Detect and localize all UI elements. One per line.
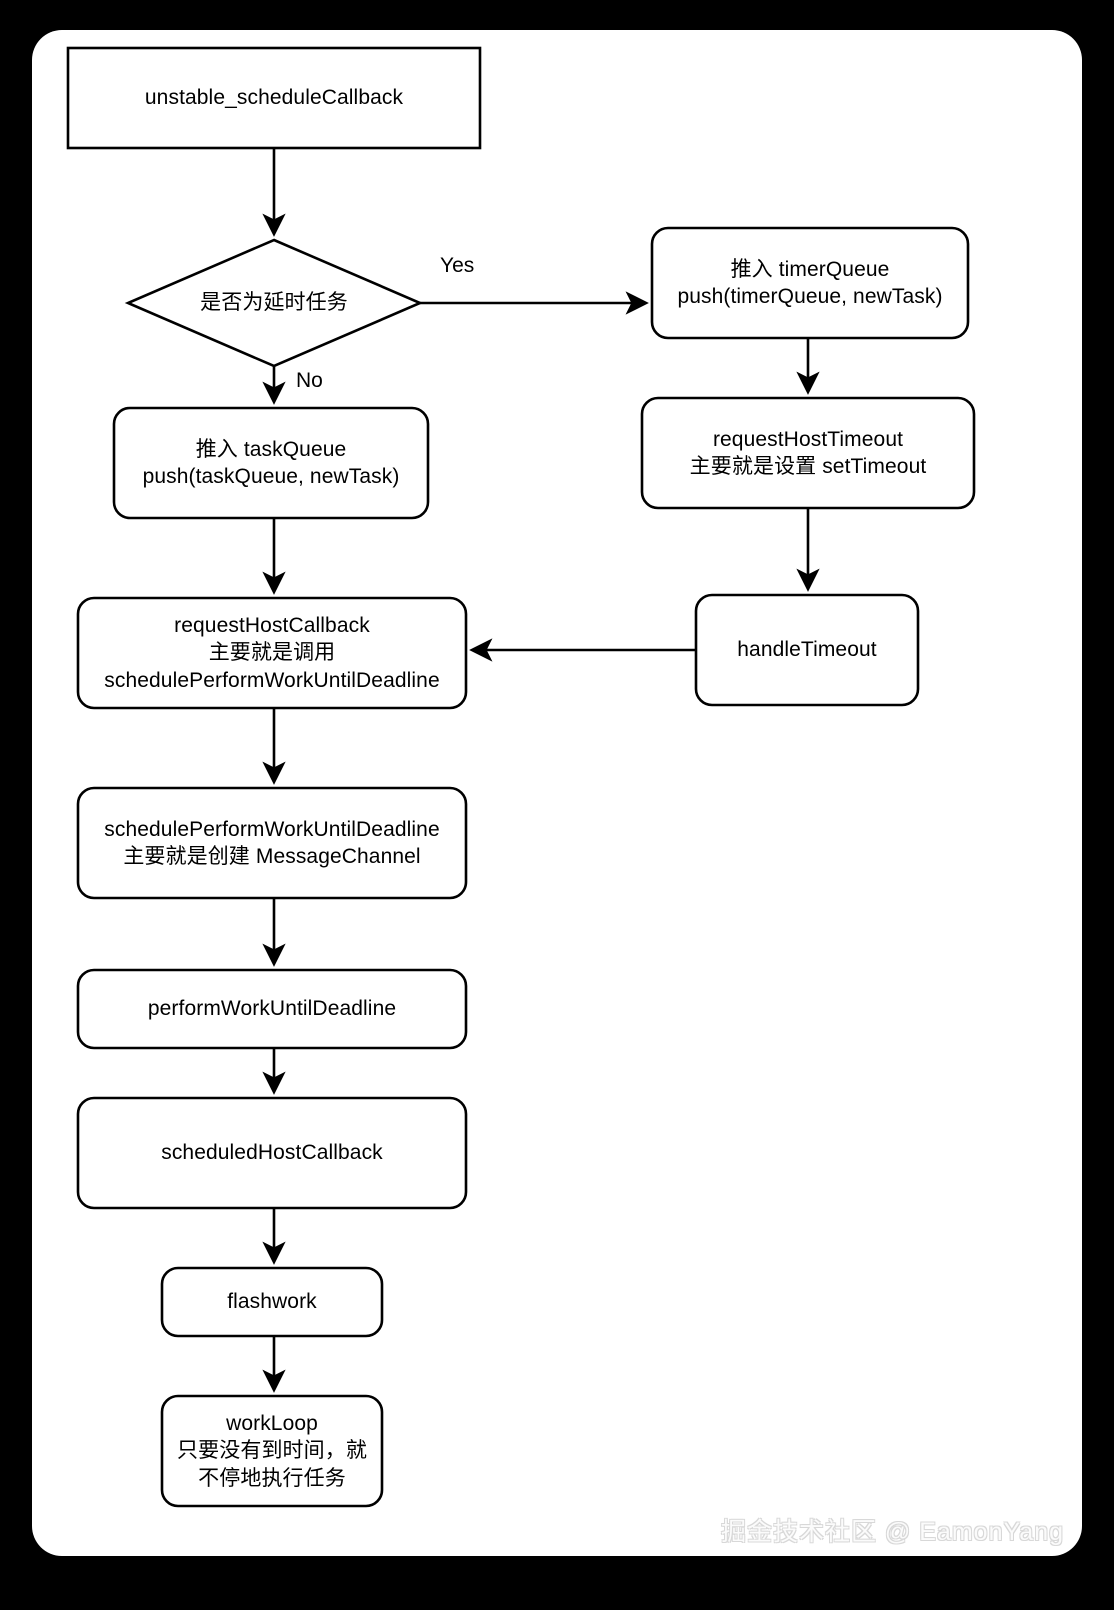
node-perform-work-until-deadline[interactable] [76,968,468,1050]
node-unstable-schedulecallback[interactable] [66,46,482,150]
node-work-loop[interactable] [160,1394,384,1508]
node-schedule-perform-work-until-deadline[interactable] [76,786,468,900]
diagram-canvas: unstable_scheduleCallback 是否为延时任务 推入 tim… [32,30,1082,1556]
flowchart-svg [66,46,976,1508]
edge-label-no: No [296,369,323,392]
node-request-host-timeout[interactable] [640,396,976,510]
node-is-delayed-task[interactable] [124,238,424,368]
watermark: 掘金技术社区 @ EamonYang [720,1518,1064,1546]
node-request-host-callback[interactable] [76,596,468,710]
node-scheduled-host-callback[interactable] [76,1096,468,1210]
node-push-timer-queue[interactable] [650,226,970,340]
node-handle-timeout[interactable] [694,593,920,707]
edge-label-yes: Yes [440,254,475,277]
node-push-task-queue[interactable] [112,406,430,520]
node-flashwork[interactable] [160,1266,384,1338]
